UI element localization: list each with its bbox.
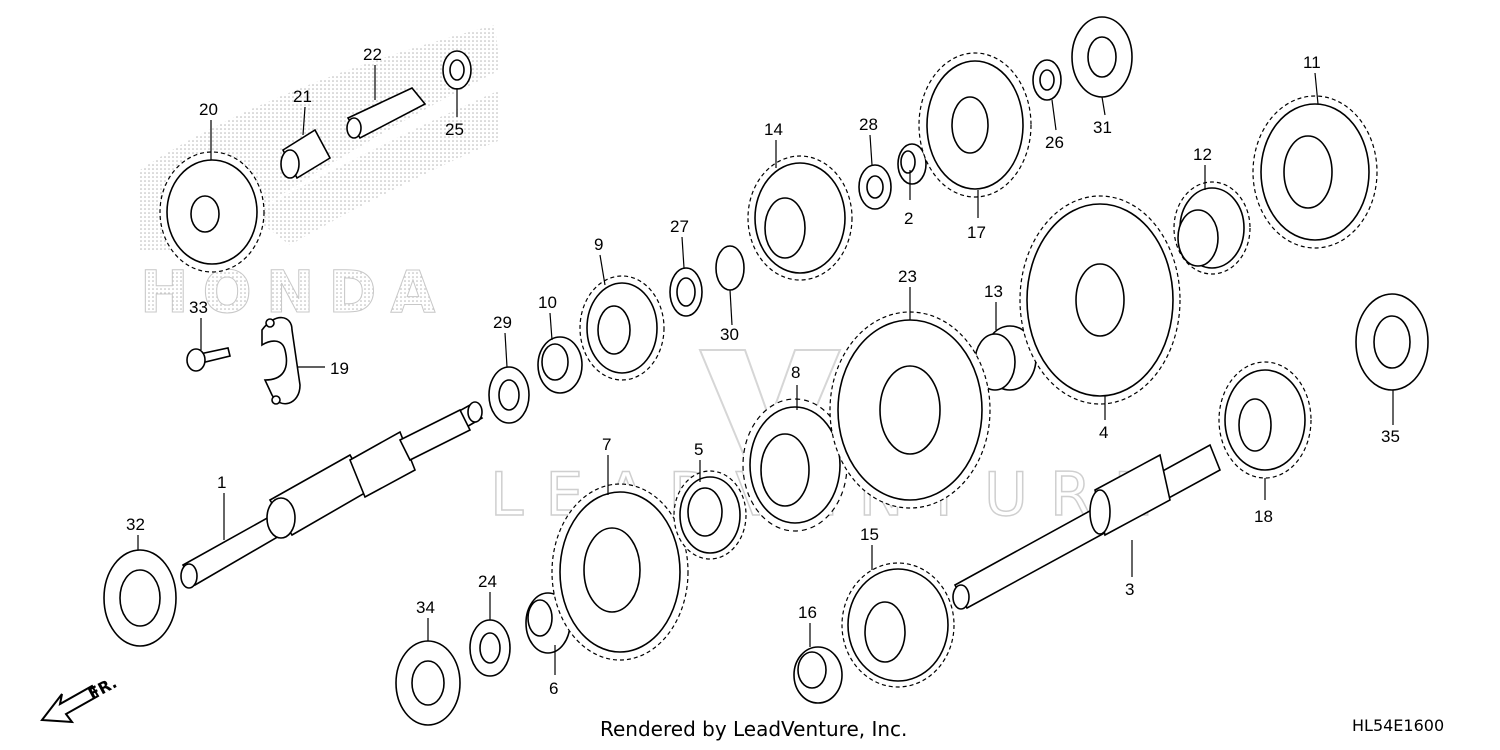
honda-logo-text: HONDA <box>140 258 449 326</box>
callout-22: 22 <box>363 45 382 64</box>
gear-14 <box>747 155 853 281</box>
gear-8 <box>742 398 848 532</box>
gear-20 <box>159 151 265 273</box>
bushing-10 <box>537 336 583 394</box>
callout-23: 23 <box>898 267 917 286</box>
snap-ring-30 <box>715 245 745 291</box>
callout-19: 19 <box>330 359 349 378</box>
front-arrow-icon <box>40 684 100 724</box>
callout-7: 7 <box>602 435 611 454</box>
callout-16: 16 <box>798 603 817 622</box>
callout-4: 4 <box>1099 423 1108 442</box>
callout-3: 3 <box>1125 580 1134 599</box>
bearing-34 <box>395 640 461 726</box>
callout-31: 31 <box>1093 118 1112 137</box>
front-direction-arrow: FR. <box>40 673 120 724</box>
bushing-21 <box>280 128 332 180</box>
shaft-22 <box>346 87 427 140</box>
washer-24 <box>469 619 511 677</box>
callout-17: 17 <box>967 223 986 242</box>
callout-13: 13 <box>984 282 1003 301</box>
setting-plate-19 <box>261 316 301 405</box>
callout-34: 34 <box>416 598 435 617</box>
mainshaft <box>180 401 484 589</box>
gear-9 <box>579 275 665 381</box>
callout-26: 26 <box>1045 133 1064 152</box>
callout-14: 14 <box>764 120 783 139</box>
callout-25: 25 <box>445 120 464 139</box>
callout-2: 2 <box>904 209 913 228</box>
bearing-35 <box>1355 293 1429 391</box>
gear-7 <box>551 483 689 661</box>
bearing-32 <box>103 549 177 647</box>
gear-4 <box>1019 195 1181 405</box>
callout-1: 1 <box>217 473 226 492</box>
washer-25 <box>442 50 472 90</box>
gear-15 <box>841 562 955 688</box>
gear-18 <box>1218 361 1312 479</box>
callout-8: 8 <box>791 363 800 382</box>
gear-5 <box>673 470 747 560</box>
callout-15: 15 <box>860 525 879 544</box>
diagram-code: HL54E1600 <box>1352 716 1445 735</box>
leader-lines <box>137 65 1394 675</box>
washer-26 <box>1032 59 1062 101</box>
callout-27: 27 <box>670 217 689 236</box>
callout-labels: 1 2 3 4 5 6 7 8 9 10 11 12 13 14 15 16 1… <box>126 45 1400 698</box>
callout-6: 6 <box>549 679 558 698</box>
bushing-16 <box>793 646 843 704</box>
callout-21: 21 <box>293 87 312 106</box>
callout-28: 28 <box>859 115 878 134</box>
callout-29: 29 <box>493 313 512 332</box>
callout-32: 32 <box>126 515 145 534</box>
render-credit: Rendered by LeadVenture, Inc. <box>600 717 908 741</box>
callout-12: 12 <box>1193 145 1212 164</box>
callout-10: 10 <box>538 293 557 312</box>
gear-12 <box>1173 181 1251 275</box>
callout-35: 35 <box>1381 427 1400 446</box>
callout-20: 20 <box>199 100 218 119</box>
callout-30: 30 <box>720 325 739 344</box>
callout-5: 5 <box>694 440 703 459</box>
callout-33: 33 <box>189 298 208 317</box>
washer-28 <box>858 164 892 210</box>
bolt-33 <box>186 347 231 372</box>
gear-11 <box>1252 95 1378 249</box>
callout-11: 11 <box>1303 53 1321 72</box>
gear-23 <box>829 311 991 509</box>
callout-9: 9 <box>594 235 603 254</box>
washer-29 <box>488 366 530 424</box>
bearing-31 <box>1071 16 1133 98</box>
needle-bearing-2 <box>897 143 927 185</box>
callout-24: 24 <box>478 572 497 591</box>
countershaft <box>952 443 1222 610</box>
lock-washer-27 <box>669 267 703 317</box>
callout-18: 18 <box>1254 507 1273 526</box>
gear-17 <box>918 52 1032 198</box>
